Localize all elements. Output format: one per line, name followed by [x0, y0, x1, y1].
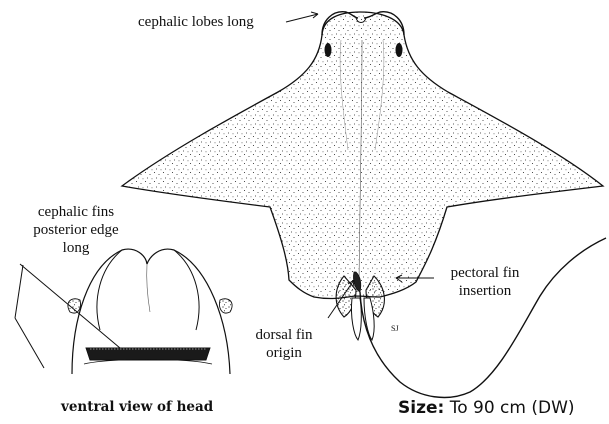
label-line: insertion — [432, 282, 538, 300]
label-pectoral-fin: pectoral fin insertion — [432, 264, 538, 300]
ray-body — [122, 12, 603, 299]
size-caption: Size: To 90 cm (DW) — [398, 398, 575, 418]
label-line: long — [6, 239, 146, 257]
ventral-head-view — [68, 249, 232, 374]
label-ventral-view: ventral view of head — [61, 398, 213, 416]
label-dorsal-fin: dorsal fin origin — [244, 326, 324, 362]
size-value: To 90 cm (DW) — [450, 398, 575, 418]
label-line: dorsal fin — [244, 326, 324, 344]
size-label: Size: — [398, 398, 444, 418]
label-line: origin — [244, 344, 324, 362]
artist-initials: SJ — [391, 324, 399, 333]
label-line: pectoral fin — [432, 264, 538, 282]
label-cephalic-fins: cephalic fins posterior edge long — [6, 203, 146, 257]
label-line: posterior edge — [6, 221, 146, 239]
label-cephalic-lobes: cephalic lobes long — [138, 13, 254, 31]
label-line: cephalic fins — [6, 203, 146, 221]
